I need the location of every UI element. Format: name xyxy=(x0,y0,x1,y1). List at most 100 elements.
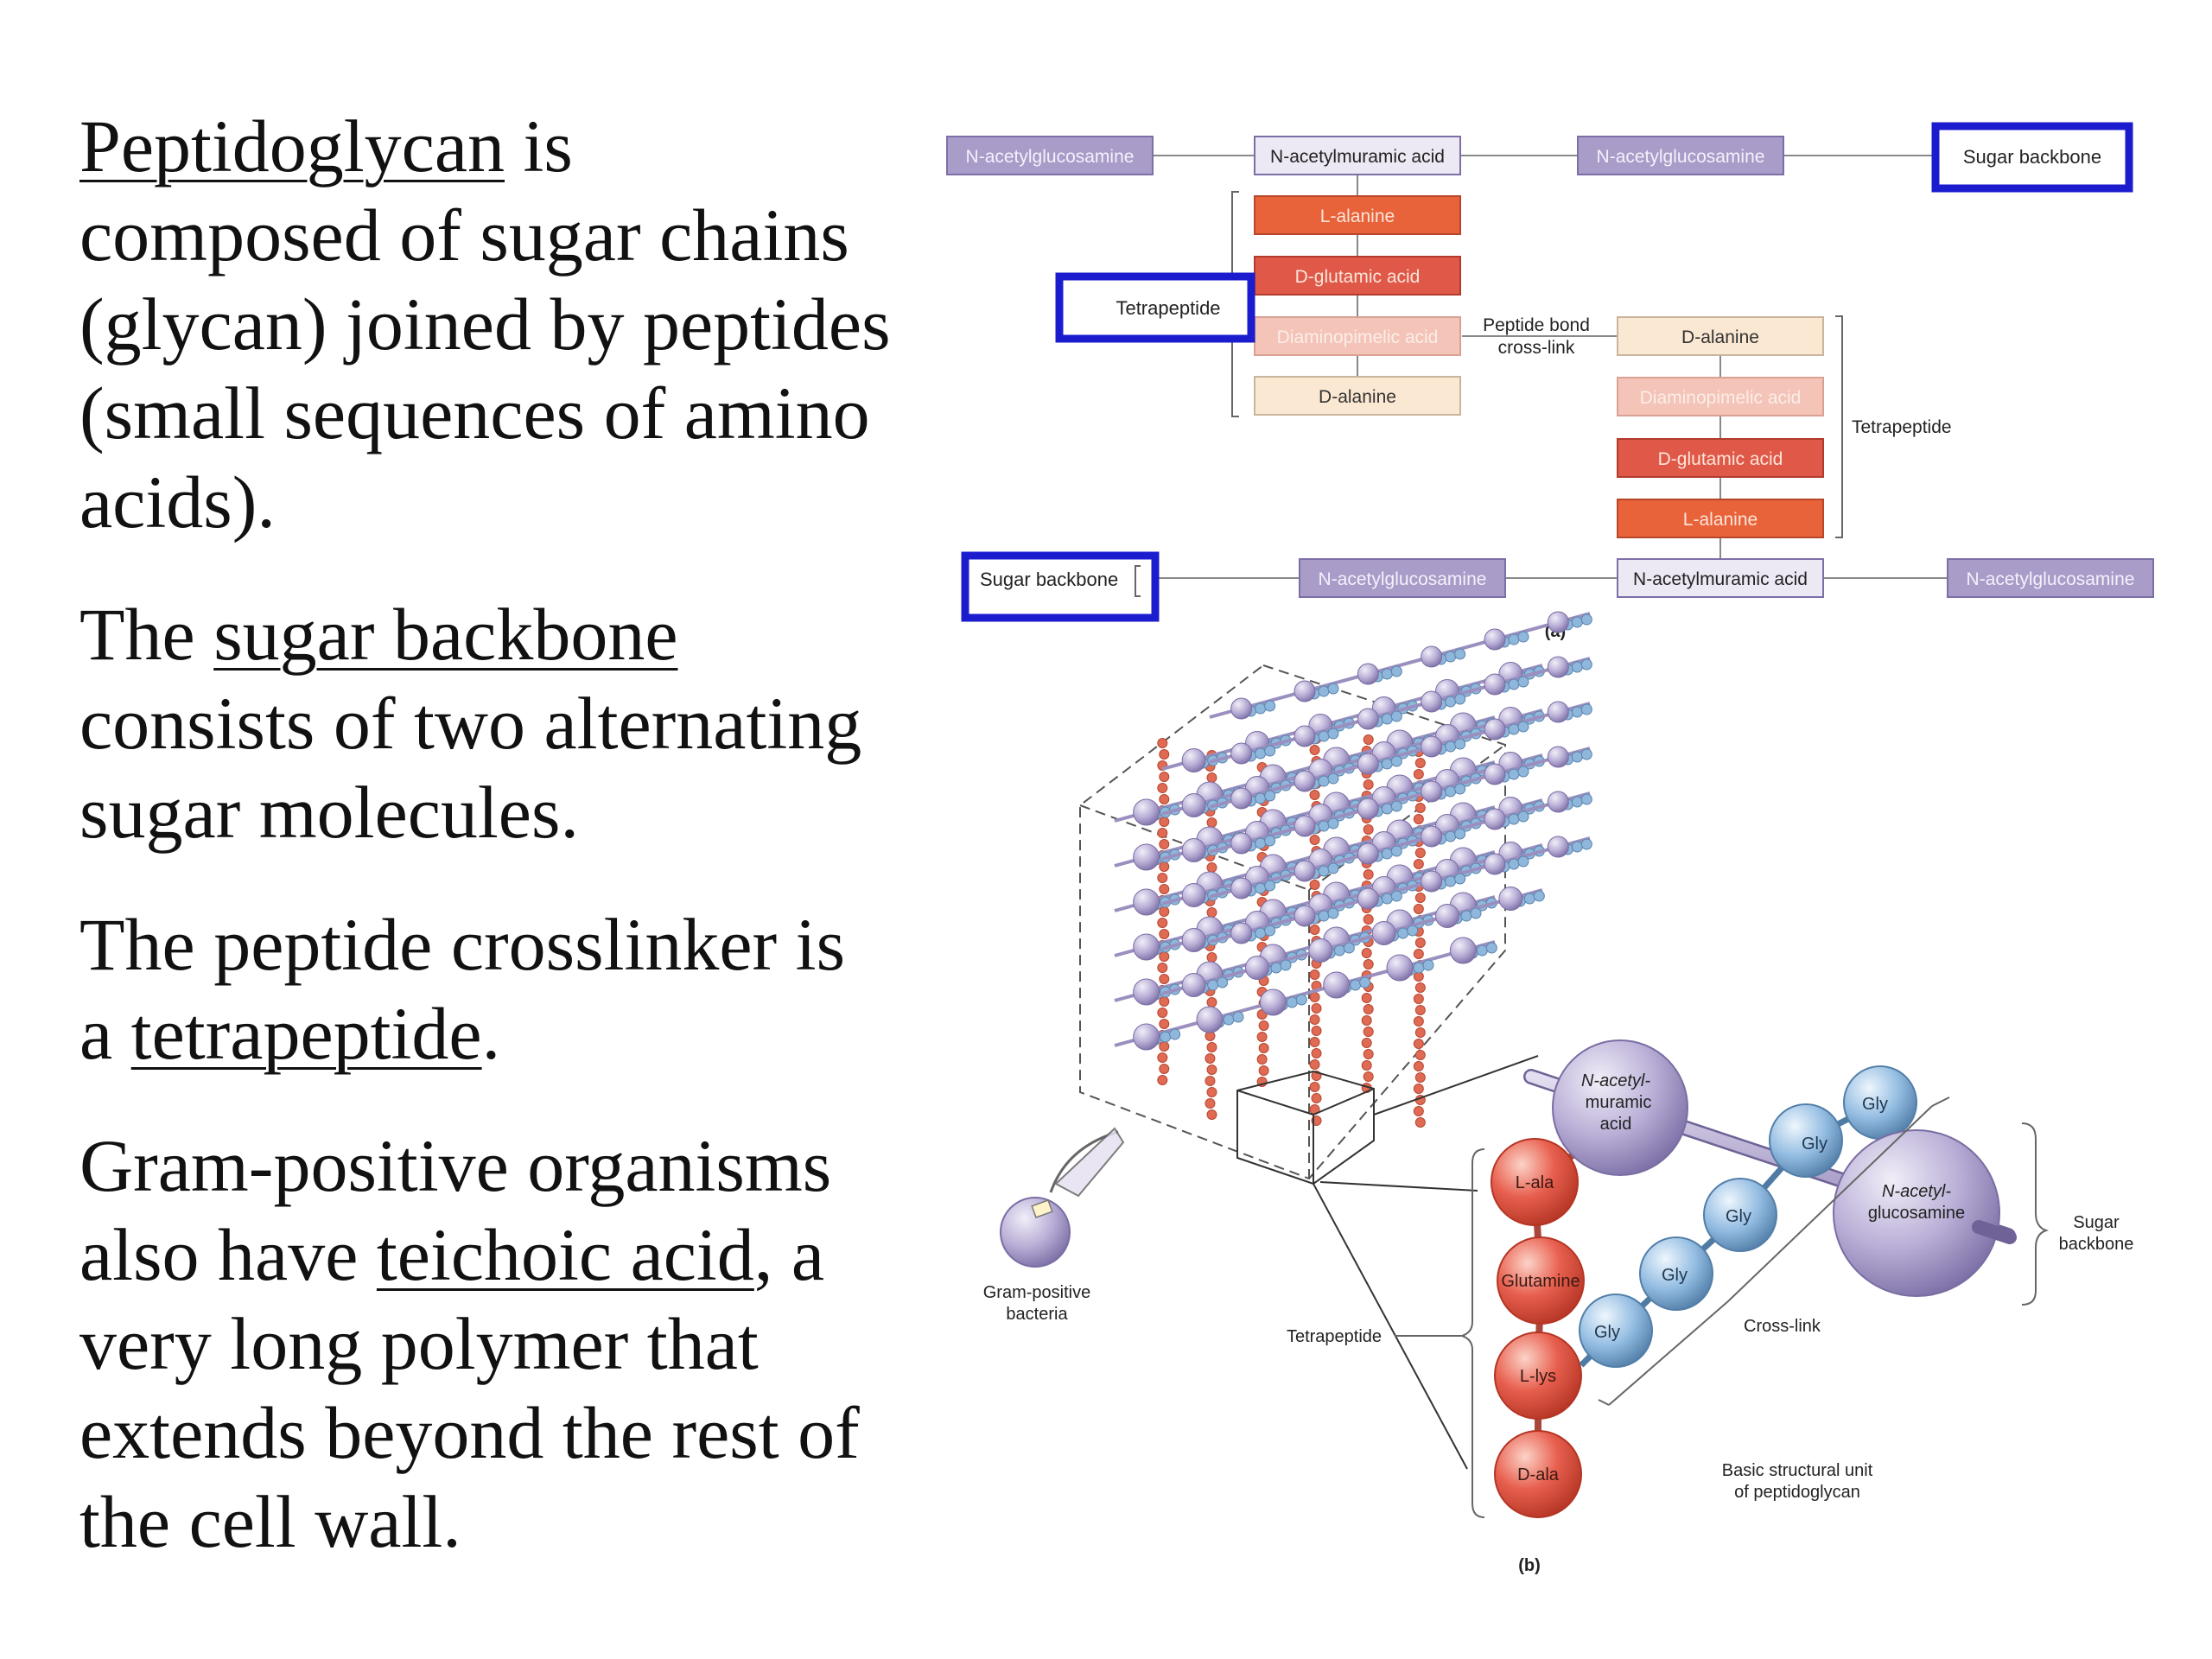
peptide-bead xyxy=(1414,982,1426,993)
peptide-bead xyxy=(1206,862,1217,873)
sugar-ball xyxy=(1357,887,1379,910)
sugar-ball xyxy=(1230,697,1253,720)
glycan-strand xyxy=(1114,715,1496,823)
peptide-bead xyxy=(1157,963,1168,973)
paragraph-lead: The xyxy=(79,593,214,676)
n-acetylglucosamine-ball xyxy=(1833,1129,2000,1297)
sugar-ball xyxy=(1484,673,1506,696)
peptide-bead xyxy=(1309,1014,1320,1025)
peptide-bead xyxy=(1159,884,1170,894)
peptide-bead xyxy=(1206,1109,1217,1120)
sugar-ball xyxy=(1133,978,1160,1006)
glycine-bead xyxy=(1318,775,1330,787)
sugar-ball xyxy=(1386,954,1414,982)
sugar-label: N-acetylglucosamine xyxy=(1967,569,2135,589)
glycine-bead xyxy=(1207,979,1219,991)
sugar-ball xyxy=(1133,888,1160,916)
peptide-bead xyxy=(1311,1093,1322,1103)
glycine-label: Gly xyxy=(1594,1323,1620,1342)
glycine-bead xyxy=(1454,738,1466,750)
glycine-bead xyxy=(1255,702,1267,715)
glycine-bead xyxy=(1264,790,1276,802)
sugar-ball xyxy=(1181,748,1206,772)
glycine-bead xyxy=(1318,910,1330,922)
panel-label-b: (b) xyxy=(1518,1556,1541,1575)
sugar-ball xyxy=(1484,808,1506,830)
glycine-bead xyxy=(1390,710,1402,722)
amino-acid-dap-left: Diaminopimelic acid xyxy=(1254,316,1461,356)
glycine-bead xyxy=(1255,747,1267,760)
glycine-bead xyxy=(1580,793,1592,805)
glycine-bead xyxy=(1508,858,1520,870)
peptide-bead xyxy=(1414,1005,1426,1015)
peptide-residue-label: D-ala xyxy=(1517,1465,1560,1484)
glycan-strand xyxy=(1209,747,1591,854)
glycine-ball xyxy=(1639,1236,1713,1311)
glycine-bead xyxy=(1255,792,1267,804)
zoom-line xyxy=(1313,1183,1468,1470)
peptide-bead xyxy=(1413,1106,1424,1116)
panel-a: N-acetylglucosamine N-acetylmuramic acid… xyxy=(946,122,2154,641)
tetrapeptide-label-right: Tetrapeptide xyxy=(1852,417,1952,437)
peptide-bond-label: Peptide bond xyxy=(1483,315,1590,335)
panel-b: Gram-positive bacteria L-alaGlutamineL-l… xyxy=(983,611,2133,1575)
muramic-label: muramic xyxy=(1586,1093,1652,1112)
sugar-ball xyxy=(1484,853,1506,875)
peptide-bead xyxy=(1159,1064,1170,1074)
glycine-bead xyxy=(1422,959,1434,971)
peptide-bead xyxy=(1413,814,1424,824)
peptide-residue-ball xyxy=(1491,1138,1579,1226)
peptide-bead xyxy=(1157,783,1168,793)
glycine-bead xyxy=(1445,741,1457,753)
peptide-bead xyxy=(1311,1048,1322,1058)
glycine-bead xyxy=(1580,658,1592,671)
sugar-ball xyxy=(1421,870,1443,893)
glycine-bead xyxy=(1413,962,1425,974)
peptide-bead xyxy=(1157,918,1168,928)
peptide-bead xyxy=(1414,1027,1426,1038)
peptide-bead xyxy=(1309,1082,1320,1092)
amino-acid-d-glutamic-left: D-glutamic acid xyxy=(1254,256,1461,296)
sugar-ball xyxy=(1181,928,1206,952)
glycine-bead xyxy=(1318,865,1330,877)
peptide-bead xyxy=(1159,951,1170,962)
peptide-residue-ball xyxy=(1494,1430,1582,1518)
peptide-bead xyxy=(1309,745,1320,755)
glycan-strand xyxy=(1161,843,1543,950)
peptide-bead xyxy=(1414,938,1426,948)
peptide-bead xyxy=(1159,906,1170,917)
sugar-ball xyxy=(1371,921,1396,945)
label-text: Tetrapeptide xyxy=(1116,297,1220,319)
glycine-label: Gly xyxy=(1862,1095,1888,1114)
glycine-bead xyxy=(1454,693,1466,705)
peptide-bead xyxy=(1157,828,1168,838)
glycine-bead xyxy=(1508,633,1520,645)
bracket xyxy=(1835,315,1843,538)
peptide-bead xyxy=(1363,824,1374,835)
glycine-bead xyxy=(1255,882,1267,894)
peptide-bead xyxy=(1258,1043,1269,1053)
sugar-ball xyxy=(1181,973,1206,997)
glycine-bead xyxy=(1286,996,1298,1008)
peptide-bead xyxy=(1256,1054,1268,1065)
peptide-bead xyxy=(1361,993,1372,1003)
glycine-bead xyxy=(1454,873,1466,885)
glycine-bead xyxy=(1255,927,1267,939)
sugar-ball xyxy=(1547,746,1569,768)
peptide-bead xyxy=(1414,893,1426,903)
peptide-residue-label: Glutamine xyxy=(1501,1272,1580,1291)
slide-text: Peptidoglycan is composed of sugar chain… xyxy=(79,102,892,1610)
amino-acid-d-alanine-left: D-alanine xyxy=(1254,376,1461,416)
paragraph-lead: The peptide crosslinker is a xyxy=(79,903,846,1075)
sugar-ball xyxy=(1230,742,1253,765)
glycine-bead xyxy=(1318,730,1330,742)
glycine-bead xyxy=(1359,976,1371,988)
peptide-bead xyxy=(1309,1059,1320,1070)
peptide-bead xyxy=(1361,1038,1372,1048)
glycine-bead xyxy=(1381,758,1393,770)
amino-acid-l-alanine-left: L-alanine xyxy=(1254,195,1461,235)
glycan-strand xyxy=(1209,791,1591,899)
glycine-ball xyxy=(1769,1103,1843,1178)
paragraph-teichoic: Gram-positive organisms also have teicho… xyxy=(79,1122,892,1567)
sugar-ball xyxy=(1308,938,1333,963)
